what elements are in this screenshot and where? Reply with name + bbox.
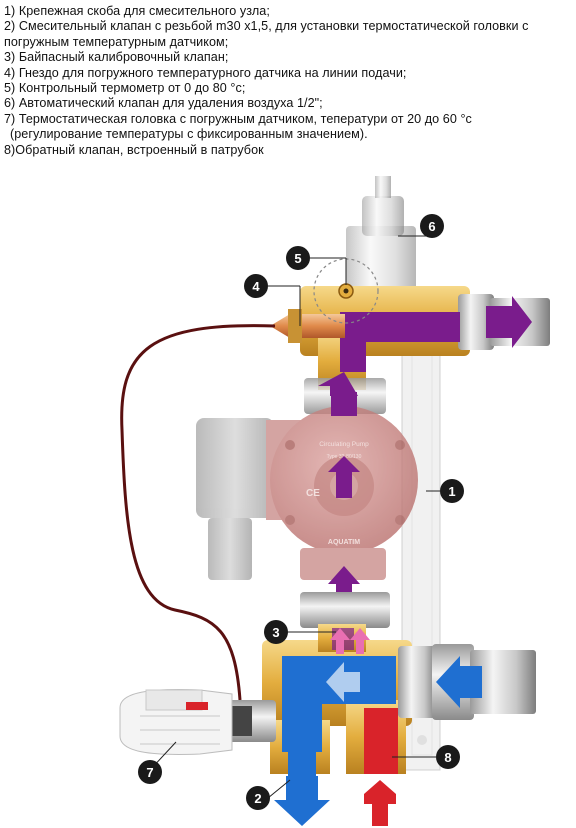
legend-item-3: 3) Байпасный калибровочный клапан; <box>4 50 229 65</box>
pump-brand: AQUATIM <box>328 539 360 546</box>
svg-text:5: 5 <box>294 251 301 266</box>
thermostatic-head <box>119 689 276 755</box>
callout-3: 3 <box>264 620 288 644</box>
callout-8: 8 <box>436 745 460 769</box>
legend-item-2-cont: погружным температурным датчиком; <box>4 34 229 49</box>
capillary-tube <box>120 324 276 701</box>
legend-item-8: 8)Обратный клапан, встроенный в патрубок <box>4 142 264 157</box>
legend-item-4: 4) Гнездо для погружного температурного … <box>4 65 407 80</box>
pump-ce-mark: CE <box>306 488 320 499</box>
svg-text:6: 6 <box>428 219 435 234</box>
legend-item-7: 7) Термостатическая головка с погружным … <box>4 111 472 126</box>
svg-text:3: 3 <box>272 625 279 640</box>
callout-4: 4 <box>244 274 268 298</box>
legend-item-6: 6) Автоматический клапан для удаления во… <box>4 96 323 111</box>
legend-item-2: 2) Смесительный клапан с резьбой m30 x1,… <box>4 19 529 34</box>
legend-item-5: 5) Контрольный термометр от 0 до 80 °c; <box>4 81 246 96</box>
legend-item-7-cont: (регулирование температуры с фиксированн… <box>10 127 368 142</box>
callout-7: 7 <box>138 760 162 784</box>
lower-union-nut <box>300 592 390 628</box>
legend-item-1: 1) Крепежная скоба для смесительного узл… <box>4 4 270 18</box>
air-vent-valve <box>346 176 416 292</box>
check-valve-hot-inlet <box>364 708 398 826</box>
svg-text:4: 4 <box>252 279 260 294</box>
svg-text:2: 2 <box>254 791 261 806</box>
callout-6: 6 <box>420 214 444 238</box>
svg-text:8: 8 <box>444 750 451 765</box>
mixing-flow-arrows <box>330 628 370 654</box>
svg-text:7: 7 <box>146 765 153 780</box>
callout-5: 5 <box>286 246 310 270</box>
pump-name: Circulating Pump <box>319 441 369 448</box>
svg-text:1: 1 <box>448 484 455 499</box>
callout-1: 1 <box>440 479 464 503</box>
return-flow-channel <box>274 656 482 826</box>
sensor-socket-probe <box>270 309 345 343</box>
callout-2: 2 <box>246 786 270 810</box>
legend: 1) Крепежная скоба для смесительного узл… <box>4 4 572 158</box>
